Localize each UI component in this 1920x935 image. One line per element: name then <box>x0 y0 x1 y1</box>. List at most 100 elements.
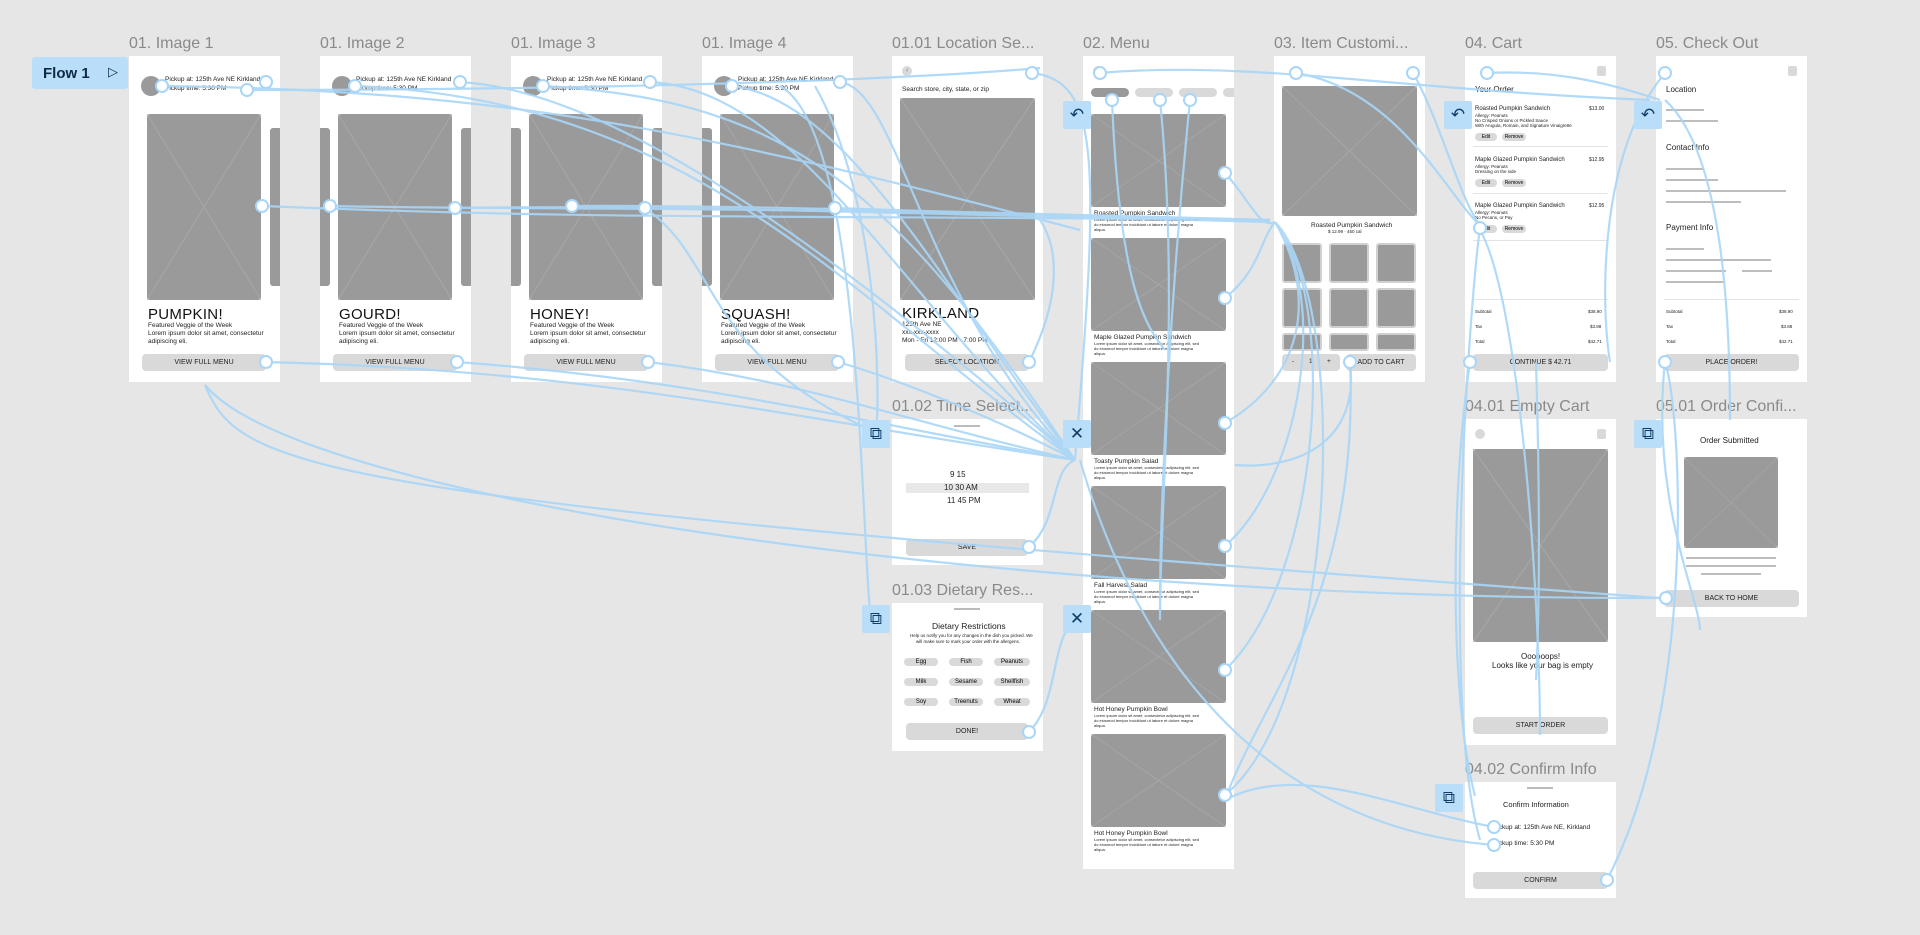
close-icon[interactable]: ✕ <box>1063 605 1091 633</box>
menu-item-image[interactable] <box>1091 114 1226 207</box>
view-full-menu-button[interactable]: VIEW FULL MENU <box>715 354 839 371</box>
select-location-button[interactable]: SELECT LOCATION <box>905 354 1029 371</box>
frame-time-select[interactable]: 9 15 10 30 AM 11 45 PM SAVE <box>892 419 1043 565</box>
frame-title-image-4[interactable]: 01. Image 4 <box>702 35 787 52</box>
frame-title-image-3[interactable]: 01. Image 3 <box>511 35 596 52</box>
frame-image-2[interactable]: Pickup at: 125th Ave NE Kirkland Pickup … <box>320 56 471 382</box>
frame-title-image-2[interactable]: 01. Image 2 <box>320 35 405 52</box>
chip-peanuts[interactable]: Peanuts <box>994 658 1030 666</box>
chip-treenuts[interactable]: Treenuts <box>949 698 983 706</box>
chip-egg[interactable]: Egg <box>904 658 938 666</box>
back-to-home-button[interactable]: BACK TO HOME <box>1664 590 1799 607</box>
chip-fish[interactable]: Fish <box>949 658 983 666</box>
chip-wheat[interactable]: Wheat <box>994 698 1030 706</box>
place-order-button[interactable]: PLACE ORDER! <box>1664 354 1799 371</box>
done-button[interactable]: DONE! <box>906 723 1028 740</box>
frame-title-cart[interactable]: 04. Cart <box>1465 35 1522 52</box>
frame-image-1[interactable]: Pickup at: 125th Ave NE Kirkland Pickup … <box>129 56 280 382</box>
back-arrow-icon[interactable]: ↶ <box>1444 101 1472 129</box>
frame-image-4[interactable]: Pickup at: 125th Ave NE Kirkland Pickup … <box>702 56 853 382</box>
search-placeholder[interactable]: Search store, city, state, or zip <box>902 86 989 93</box>
back-arrow-icon[interactable]: ↶ <box>1063 101 1091 129</box>
time-row-selected[interactable]: 10 30 AM <box>944 483 978 492</box>
topping-option[interactable] <box>1282 288 1322 328</box>
frame-location-select[interactable]: ‹ Search store, city, state, or zip KIRK… <box>892 56 1043 382</box>
topping-option[interactable] <box>1282 333 1322 351</box>
time-row[interactable]: 11 45 PM <box>947 496 981 505</box>
overlay-icon[interactable]: ⧉ <box>862 605 890 633</box>
overlay-icon[interactable]: ⧉ <box>862 420 890 448</box>
bag-icon[interactable] <box>1788 66 1797 76</box>
category-tab[interactable] <box>1135 88 1173 97</box>
frame-title-item[interactable]: 03. Item Customi... <box>1274 35 1409 52</box>
frame-title-order-confirmed[interactable]: 05.01 Order Confi... <box>1656 398 1797 415</box>
pickup-at-text[interactable]: Pickup at: 125th Ave NE, Kirkland <box>1493 824 1591 831</box>
frame-title-menu[interactable]: 02. Menu <box>1083 35 1150 52</box>
start-order-button[interactable]: START ORDER <box>1473 717 1608 734</box>
topping-option[interactable] <box>1376 333 1416 351</box>
view-full-menu-button[interactable]: VIEW FULL MENU <box>333 354 457 371</box>
remove-button[interactable]: Remove <box>1502 225 1526 233</box>
menu-item-image[interactable] <box>1091 362 1226 455</box>
overlay-icon[interactable]: ⧉ <box>1634 420 1662 448</box>
menu-item-image[interactable] <box>1091 610 1226 703</box>
chip-milk[interactable]: Milk <box>904 678 938 686</box>
frame-confirm-info[interactable]: Confirm Information Pickup at: 125th Ave… <box>1465 782 1616 898</box>
view-full-menu-button[interactable]: VIEW FULL MENU <box>524 354 648 371</box>
frame-title-location[interactable]: 01.01 Location Se... <box>892 35 1035 52</box>
category-tab[interactable] <box>1179 88 1217 97</box>
category-tab[interactable] <box>1223 88 1234 97</box>
confirm-button[interactable]: CONFIRM <box>1473 872 1608 889</box>
close-icon[interactable]: ✕ <box>1063 420 1091 448</box>
frame-dietary-restrictions[interactable]: Dietary Restrictions Help us notify you … <box>892 603 1043 751</box>
continue-button[interactable]: CONTINUE $ 42.71 <box>1473 354 1608 371</box>
frame-title-dietary[interactable]: 01.03 Dietary Res... <box>892 582 1034 599</box>
play-icon[interactable]: ▷ <box>108 64 118 79</box>
topping-option[interactable] <box>1329 243 1369 283</box>
frame-menu[interactable]: Roasted Pumpkin Sandwich Lorem ipsum dol… <box>1083 56 1234 869</box>
chip-soy[interactable]: Soy <box>904 698 938 706</box>
chip-sesame[interactable]: Sesame <box>949 678 983 686</box>
frame-image-3[interactable]: Pickup at: 125th Ave NE Kirkland Pickup … <box>511 56 662 382</box>
view-full-menu-button[interactable]: VIEW FULL MENU <box>142 354 266 371</box>
back-icon[interactable] <box>1093 66 1103 76</box>
topping-option[interactable] <box>1329 333 1369 351</box>
remove-button[interactable]: Remove <box>1502 179 1526 187</box>
bag-icon[interactable] <box>1597 66 1606 76</box>
frame-title-checkout[interactable]: 05. Check Out <box>1656 35 1759 52</box>
topping-option[interactable] <box>1282 243 1322 283</box>
menu-item-image[interactable] <box>1091 734 1226 827</box>
increment-button[interactable]: + <box>1327 358 1331 365</box>
chip-shellfish[interactable]: Shellfish <box>994 678 1030 686</box>
edit-button[interactable]: Edit <box>1475 179 1497 187</box>
back-icon[interactable] <box>1475 429 1485 439</box>
category-tab-active[interactable] <box>1091 88 1129 97</box>
topping-option[interactable] <box>1376 243 1416 283</box>
decrement-button[interactable]: - <box>1292 358 1295 365</box>
overlay-icon[interactable]: ⧉ <box>1435 784 1463 812</box>
back-icon[interactable]: ‹ <box>902 66 912 76</box>
frame-item-customize[interactable]: Roasted Pumpkin Sandwich $ 12.99 · 450 c… <box>1274 56 1425 382</box>
save-button[interactable]: SAVE <box>906 539 1028 556</box>
frame-cart[interactable]: Your Order Roasted Pumpkin Sandwich $13.… <box>1465 56 1616 382</box>
frame-title-image-1[interactable]: 01. Image 1 <box>129 35 214 52</box>
quantity-stepper[interactable]: - 1 + <box>1282 354 1340 371</box>
topping-option[interactable] <box>1329 288 1369 328</box>
flow-start-tag[interactable]: Flow 1 ▷ <box>32 57 128 89</box>
add-to-cart-button[interactable]: ADD TO CART <box>1346 354 1416 371</box>
frame-title-empty-cart[interactable]: 04.01 Empty Cart <box>1465 398 1590 415</box>
frame-empty-cart[interactable]: Oooooops! Looks like your bag is empty S… <box>1465 419 1616 745</box>
time-row[interactable]: 9 15 <box>950 470 966 479</box>
bag-icon[interactable] <box>1597 429 1606 439</box>
menu-item-image[interactable] <box>1091 238 1226 331</box>
remove-button[interactable]: Remove <box>1502 133 1526 141</box>
frame-title-confirm[interactable]: 04.02 Confirm Info <box>1465 761 1597 778</box>
pickup-time-text[interactable]: Pickup time: 5:30 PM <box>1493 840 1555 847</box>
menu-item-image[interactable] <box>1091 486 1226 579</box>
topping-option[interactable] <box>1376 288 1416 328</box>
frame-checkout[interactable]: Location Contact Info Payment Info Subto… <box>1656 56 1807 382</box>
edit-button[interactable]: Edit <box>1475 133 1497 141</box>
frame-order-confirmation[interactable]: Order Submitted BACK TO HOME <box>1656 419 1807 617</box>
edit-button[interactable]: Edit <box>1475 225 1497 233</box>
frame-title-time[interactable]: 01.02 Time Select... <box>892 398 1034 415</box>
